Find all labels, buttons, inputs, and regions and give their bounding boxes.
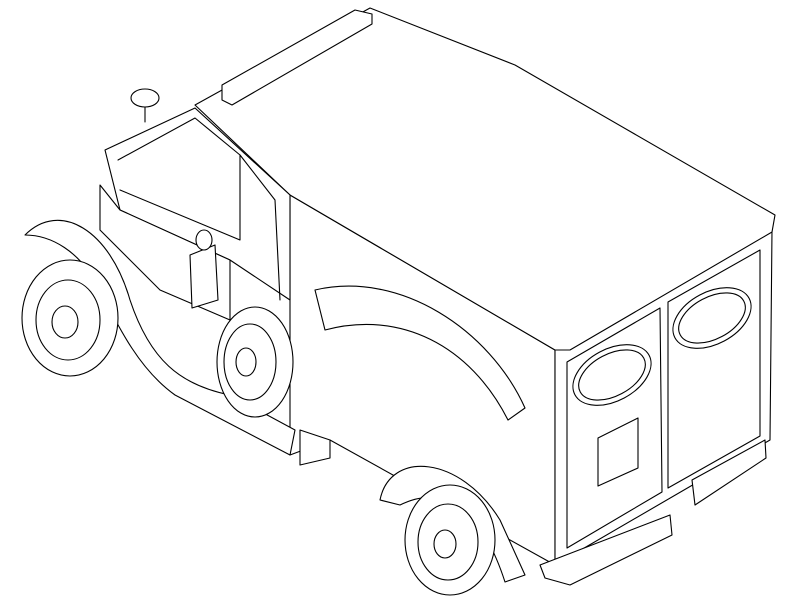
front-right-wheel [216,306,294,418]
rear-window-left [572,344,652,406]
side-wheel-arch [314,285,526,421]
roof [194,7,776,351]
license-plate [597,417,639,487]
rear-window-right [672,287,752,349]
rear-bumper [539,514,673,586]
rear-wheel [404,484,496,596]
roof-rail [221,9,373,106]
headlamp [189,244,219,309]
radiator-cap [130,88,160,108]
front-left-wheel [21,259,119,377]
